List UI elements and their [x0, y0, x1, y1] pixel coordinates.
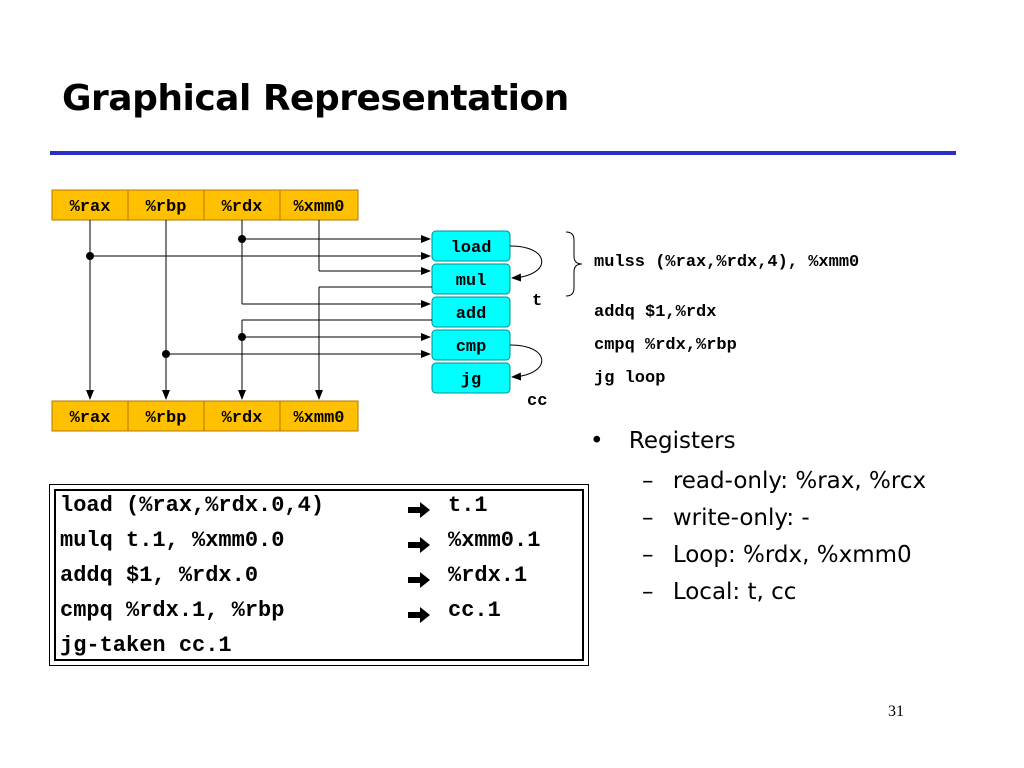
- bullet-sub-item: – Local: t, cc: [642, 579, 796, 605]
- code-line-rhs: %rdx.1: [448, 563, 528, 588]
- page-number: 31: [888, 703, 904, 720]
- slide-title: Graphical Representation: [62, 78, 569, 119]
- op-label: cmp: [456, 338, 487, 357]
- code-line-lhs: mulq t.1, %xmm0.0: [60, 528, 285, 553]
- register-label: %rbp: [146, 198, 187, 217]
- bullet-sub-item: – write-only: -: [642, 505, 810, 531]
- register-rax-bottom: [51, 400, 129, 432]
- right-arrow-icon: [408, 537, 430, 553]
- bullet-sub-text: Loop: %rdx, %xmm0: [672, 542, 912, 568]
- register-xmm0-top: [279, 189, 359, 221]
- register-label: %xmm0: [293, 409, 344, 428]
- right-arrow-icon: [408, 502, 430, 518]
- bullet-sub-text: Local: t, cc: [672, 579, 797, 605]
- bullet-sub-item: – read-only: %rax, %rcx: [642, 468, 926, 494]
- edge-cc-cmp-to-jg: [509, 344, 543, 381]
- asm-cmpq: cmpq %rdx,%rbp: [594, 336, 737, 355]
- op-label: jg: [461, 371, 481, 390]
- op-label: mul: [456, 272, 487, 291]
- register-label: %rax: [70, 198, 111, 217]
- junction-dot: [86, 252, 94, 260]
- op-label: load: [451, 239, 492, 258]
- renamed-code-box: load (%rax,%rdx.0,4) mulq t.1, %xmm0.0 a…: [49, 484, 589, 666]
- register-label: %rdx: [222, 198, 263, 217]
- bullet-sub-item: – Loop: %rdx, %xmm0: [642, 542, 912, 568]
- operation-column: load mul add cmp jg: [431, 230, 511, 394]
- code-box-inner-border: [54, 489, 584, 661]
- brace-load-mul: [565, 231, 583, 297]
- bullet-main-text: Registers: [628, 428, 736, 454]
- asm-mulss: mulss (%rax,%rdx,4), %xmm0: [594, 253, 860, 272]
- register-rbp-bottom: [127, 400, 205, 432]
- junction-dot: [238, 235, 246, 243]
- bullet-sub-text: write-only: -: [672, 505, 810, 531]
- register-rax-top: [51, 189, 129, 221]
- register-label: %rbp: [146, 409, 187, 428]
- register-row-top: %rax %rbp %rdx %xmm0: [51, 189, 359, 221]
- register-label: %rdx: [222, 409, 263, 428]
- op-mul-box: [431, 263, 511, 295]
- code-line-lhs: jg-taken cc.1: [60, 633, 232, 658]
- bullet-dot-icon: •: [590, 428, 604, 454]
- code-line-lhs: load (%rax,%rdx.0,4): [60, 493, 325, 518]
- right-arrow-icon: [408, 607, 430, 623]
- bullet-main: • Registers: [590, 428, 736, 454]
- op-jg-box: [431, 362, 511, 394]
- asm-addq: addq $1,%rdx: [594, 303, 717, 322]
- register-row-bottom: %rax %rbp %rdx %xmm0: [51, 400, 359, 432]
- right-arrow-icon: [408, 572, 430, 588]
- dash-icon: –: [642, 542, 654, 568]
- edge-label-t: t: [532, 292, 542, 311]
- register-rdx-top: [203, 189, 281, 221]
- register-rdx-bottom: [203, 400, 281, 432]
- edge-label-cc: cc: [527, 392, 547, 411]
- dash-icon: –: [642, 579, 654, 605]
- register-xmm0-bottom: [279, 400, 359, 432]
- register-label: %rax: [70, 409, 111, 428]
- code-line-lhs: addq $1, %rdx.0: [60, 563, 259, 588]
- asm-jg: jg loop: [594, 369, 666, 388]
- register-label: %xmm0: [293, 198, 344, 217]
- dash-icon: –: [642, 505, 654, 531]
- op-add-box: [431, 296, 511, 328]
- code-line-rhs: t.1: [448, 493, 488, 518]
- dash-icon: –: [642, 468, 654, 494]
- code-line-rhs: cc.1: [448, 598, 501, 623]
- bullet-sub-text: read-only: %rax, %rcx: [672, 468, 927, 494]
- junction-dot: [162, 350, 170, 358]
- register-flow-lines: [86, 220, 543, 400]
- junction-dot: [238, 333, 246, 341]
- title-underline: [50, 151, 956, 155]
- code-line-rhs: %xmm0.1: [448, 528, 541, 553]
- code-line-lhs: cmpq %rdx.1, %rbp: [60, 598, 285, 623]
- code-arrows: [408, 502, 430, 623]
- edge-t-load-to-mul: [509, 245, 543, 282]
- op-label: add: [456, 305, 487, 324]
- junction-dots: [86, 235, 246, 358]
